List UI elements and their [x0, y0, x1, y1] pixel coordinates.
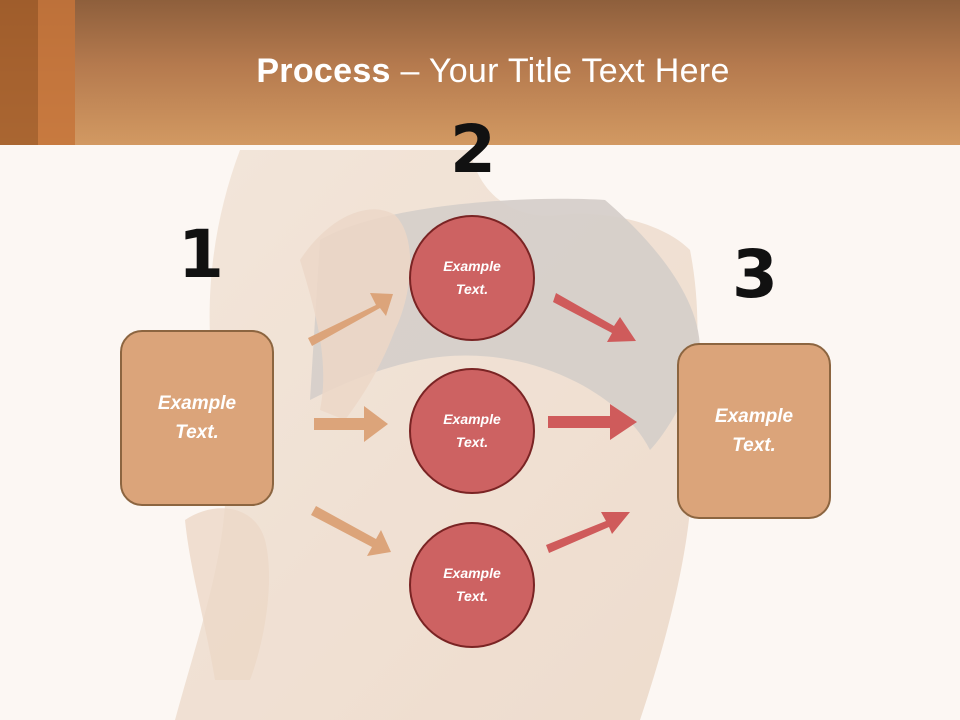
circle-top: Example Text. — [409, 215, 535, 341]
step-number-3: 3 — [732, 236, 778, 313]
circle-middle-text: Example Text. — [443, 411, 501, 450]
header-accent-strip — [38, 0, 75, 145]
arrow-left-middle — [314, 406, 388, 442]
arrow-right-down — [546, 512, 630, 553]
left-text-box: Example Text. — [120, 330, 274, 506]
header-band — [0, 0, 960, 145]
circle-bottom: Example Text. — [409, 522, 535, 648]
title-bold: Process — [256, 52, 391, 90]
circle-bottom-text: Example Text. — [443, 565, 501, 604]
arrow-right-middle — [548, 404, 637, 440]
arrow-left-up — [308, 293, 393, 346]
left-box-text: Example Text. — [157, 393, 237, 443]
slide-title: Process – Your Title Text Here — [0, 52, 960, 91]
circle-top-text: Example Text. — [443, 258, 501, 297]
arrow-left-down — [311, 506, 391, 556]
right-text-box: Example Text. — [677, 343, 831, 519]
step-number-2: 2 — [450, 111, 496, 188]
step-number-1: 1 — [178, 216, 224, 293]
header-accent-strip — [0, 0, 38, 145]
arrow-right-up — [553, 293, 636, 342]
right-box-text: Example Text. — [714, 406, 794, 456]
circle-middle: Example Text. — [409, 368, 535, 494]
title-rest: – Your Title Text Here — [390, 52, 730, 90]
